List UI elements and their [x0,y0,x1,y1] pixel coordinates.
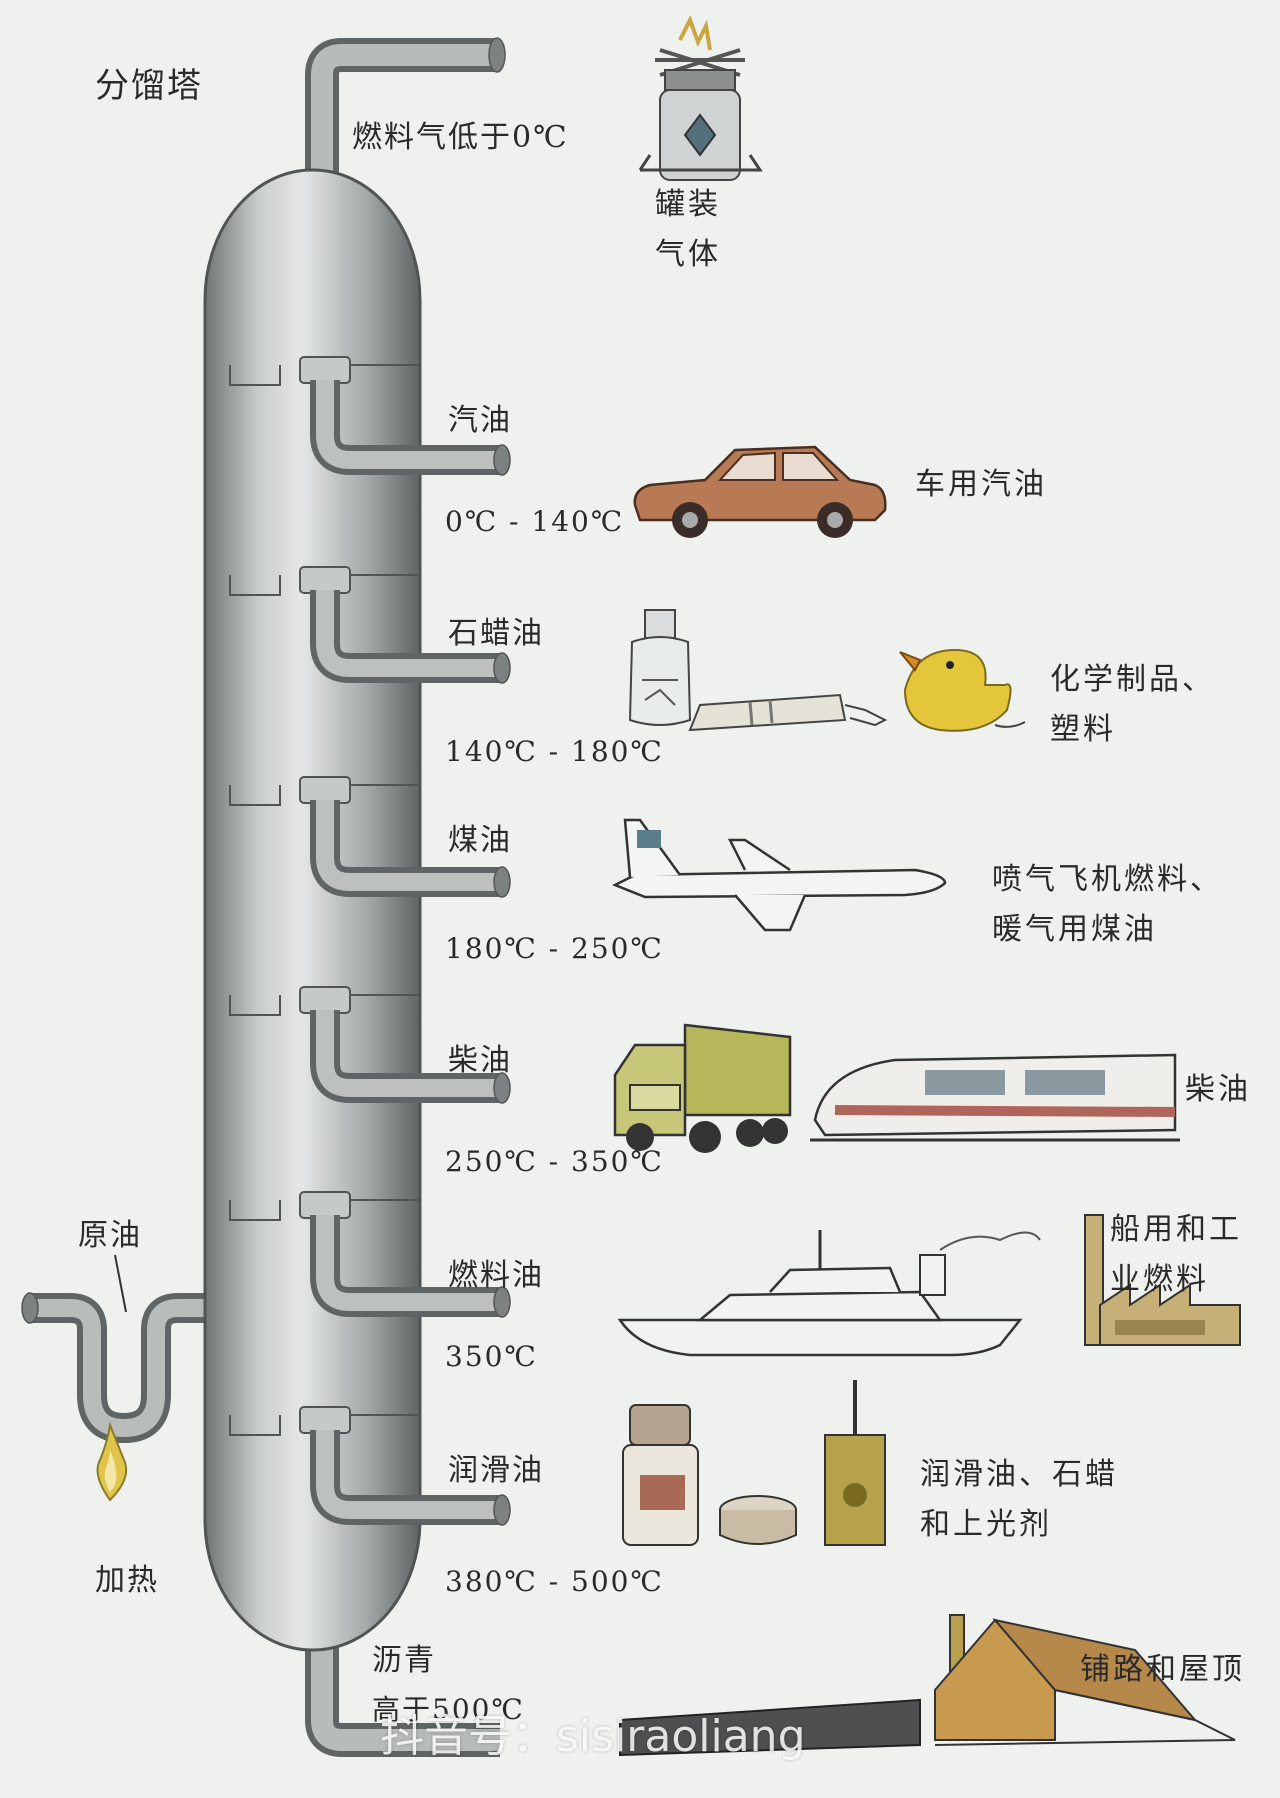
airplane-icon [611,818,947,932]
bottom-product: 铺路和屋顶 [1080,1652,1245,1687]
side-pipe-highlight-4 [316,1010,500,1097]
bottom-fraction-temp: 高于500℃ [372,1693,525,1726]
gas-canister-icon [638,14,763,181]
tube-icon [688,693,888,732]
fuel-oil-product-line-2: 业燃料 [1110,1262,1209,1297]
paraffin-product-line-1: 化学制品、 [1050,662,1215,697]
collector-cup-2 [299,566,351,594]
fraction-product-gasoline: 车用汽油 [915,460,1047,510]
crude-oil-pipe [21,1254,215,1444]
asphalt-pipe [305,1620,500,1757]
truck-icon [613,1023,792,1153]
pipe-outlet-4 [493,1072,511,1104]
collector-cup-3 [299,776,351,804]
paraffin-product-line-2: 塑料 [1050,712,1116,747]
diagram-title: 分馏塔 [95,66,203,106]
pipe-outlet-1 [493,444,511,476]
bottle-icon [628,609,692,726]
kerosene-product-line-2: 暖气用煤油 [992,912,1157,947]
fraction-product-fuel-oil: 船用和工 业燃料 [1110,1205,1242,1305]
diesel-product-line-1: 柴油 [1185,1072,1251,1107]
ship-icon [617,1230,1041,1357]
top-gas-product-line-1: 罐装 [655,187,721,222]
car-icon [633,445,887,538]
side-pipe-highlight-2 [316,590,500,677]
oil-jar-icon [622,1404,699,1546]
collector-cup-6 [299,1406,351,1434]
lubricant-product-line-2: 和上光剂 [920,1507,1052,1542]
fraction-product-lubricant: 润滑油、石蜡 和上光剂 [920,1450,1118,1550]
collector-cup-5 [299,1191,351,1219]
fraction-temp-lubricant: 380℃ - 500℃ [445,1565,664,1598]
side-pipe-highlight-5 [316,1215,500,1311]
fraction-product-kerosene: 喷气飞机燃料、 暖气用煤油 [992,855,1223,955]
fraction-name-lubricant: 润滑油 [448,1453,544,1488]
fraction-name-diesel: 柴油 [448,1043,512,1078]
tin-icon [719,1495,797,1545]
heat-label: 加热 [95,1563,159,1598]
fraction-temp-gasoline: 0℃ - 140℃ [445,505,625,538]
gasoline-product-line-1: 车用汽油 [915,467,1047,502]
top-gas-product: 罐装 气体 [655,180,721,280]
top-gas-pipe [305,37,506,180]
pipe-outlet-3 [493,866,511,898]
fraction-temp-kerosene: 180℃ - 250℃ [445,932,664,965]
top-gas-product-line-2: 气体 [655,237,721,272]
fraction-name-kerosene: 煤油 [448,823,512,858]
side-draw-pipes [310,380,511,1526]
watermark: 抖音号：sisiraoliang [380,1711,806,1762]
collector-cup-1 [299,356,351,384]
pipe-outlet-2 [493,652,511,684]
side-pipe-highlight-1 [316,380,500,469]
fraction-name-fuel-oil: 燃料油 [448,1258,544,1293]
duck-icon [899,648,1026,732]
side-pipe-highlight-6 [316,1430,500,1519]
pipe-outlet-5 [493,1286,511,1318]
distillation-tower [203,168,422,1652]
collector-cup-4 [299,986,351,1014]
road-icon [619,1698,921,1757]
fraction-temp-diesel: 250℃ - 350℃ [445,1145,664,1178]
fuel-oil-product-line-1: 船用和工 [1110,1212,1242,1247]
fraction-name-paraffin: 石蜡油 [448,616,544,651]
pipe-outlet-6 [493,1494,511,1526]
factory-icon [1084,1214,1241,1346]
bottom-fraction-name: 沥青 [372,1643,436,1678]
fraction-product-paraffin: 化学制品、 塑料 [1050,655,1215,755]
lubricant-product-line-1: 润滑油、石蜡 [920,1457,1118,1492]
flame-icon [96,1421,128,1502]
train-icon [810,1053,1180,1142]
fraction-name-gasoline: 汽油 [448,403,512,438]
oil-can-icon [824,1380,886,1546]
top-gas-label: 燃料气低于0℃ [352,120,569,155]
tower-trays [229,356,420,1436]
fraction-product-diesel: 柴油 [1185,1065,1251,1115]
crude-oil-label: 原油 [78,1218,142,1253]
side-pipe-highlight-3 [316,800,500,891]
house-icon [934,1614,1236,1746]
kerosene-product-line-1: 喷气飞机燃料、 [992,862,1223,897]
fraction-temp-fuel-oil: 350℃ [445,1340,538,1373]
fraction-temp-paraffin: 140℃ - 180℃ [445,735,664,768]
